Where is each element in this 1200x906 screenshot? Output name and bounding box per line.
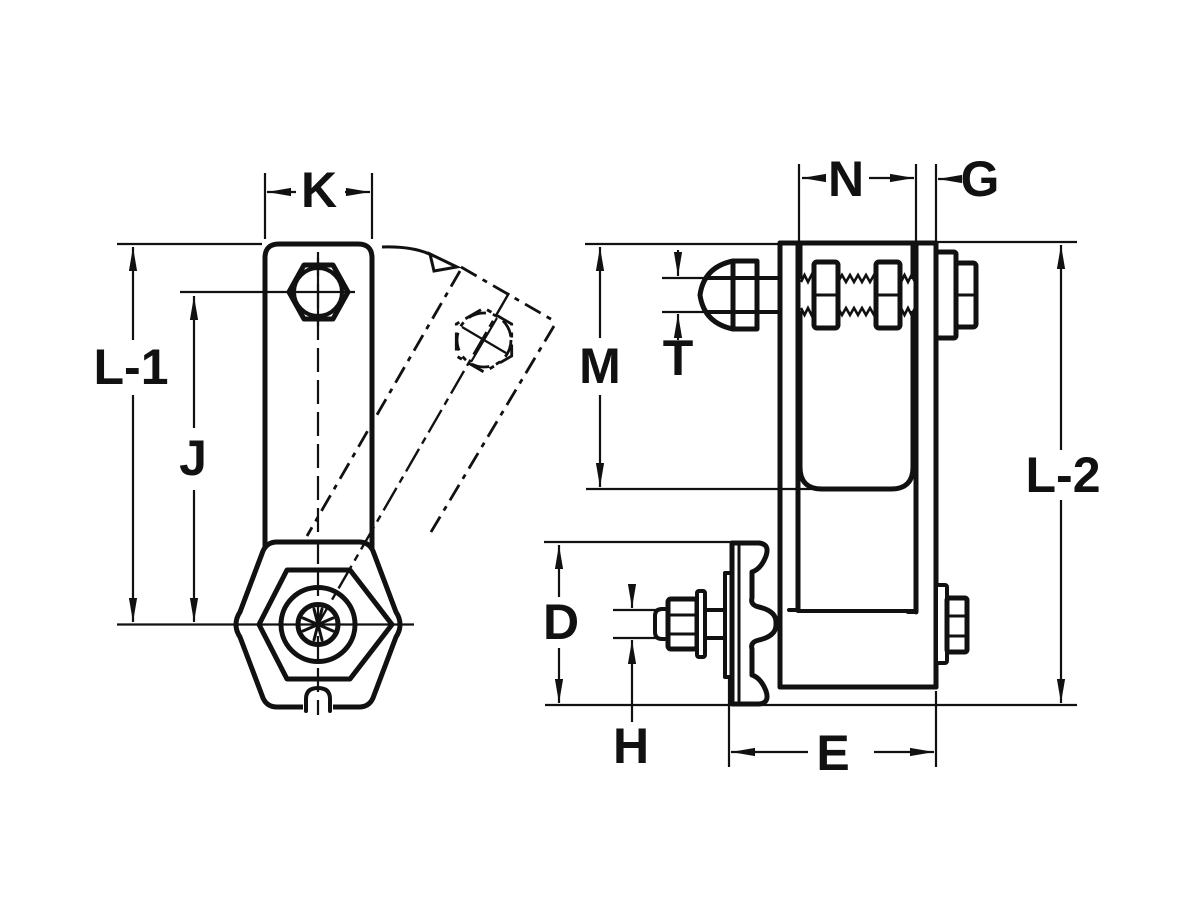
dim-label-j: J bbox=[179, 430, 207, 486]
dim-label-d: D bbox=[543, 594, 579, 650]
dim-label-m: M bbox=[579, 338, 621, 394]
bottom-stud bbox=[653, 589, 733, 659]
stud-end-cap bbox=[653, 607, 670, 641]
dimension-lines bbox=[128, 173, 1066, 757]
dim-label-l2: L-2 bbox=[1026, 447, 1101, 503]
bolt-nut-1 bbox=[811, 259, 841, 331]
dim-label-t: T bbox=[663, 330, 694, 386]
dim-label-h: H bbox=[613, 718, 649, 774]
bracket-base bbox=[777, 609, 939, 690]
dim-label-e: E bbox=[816, 725, 849, 781]
front-view bbox=[117, 241, 557, 715]
phantom-bolt-hex bbox=[454, 306, 514, 374]
front-view-centerlines bbox=[117, 252, 511, 715]
thread-zigzag bbox=[799, 272, 917, 318]
side-view bbox=[653, 240, 979, 707]
swing-arrow bbox=[381, 245, 462, 273]
stud-nut bbox=[665, 596, 700, 652]
bolt-head bbox=[697, 258, 782, 332]
clamp-plates bbox=[777, 240, 939, 690]
dim-label-g: G bbox=[961, 151, 1000, 207]
dim-label-k: K bbox=[301, 162, 337, 218]
bolt-nut-2 bbox=[873, 259, 903, 331]
stud-washer bbox=[695, 589, 707, 659]
base-side-washer-nut bbox=[934, 583, 970, 665]
extension-lines bbox=[117, 164, 1077, 767]
dim-label-l1: L-1 bbox=[94, 339, 169, 395]
dimension-annotations: K L-1 J N G M T L-2 D H E bbox=[94, 151, 1101, 781]
dim-label-n: N bbox=[828, 151, 864, 207]
bolt-end-washer-nut bbox=[933, 249, 979, 341]
